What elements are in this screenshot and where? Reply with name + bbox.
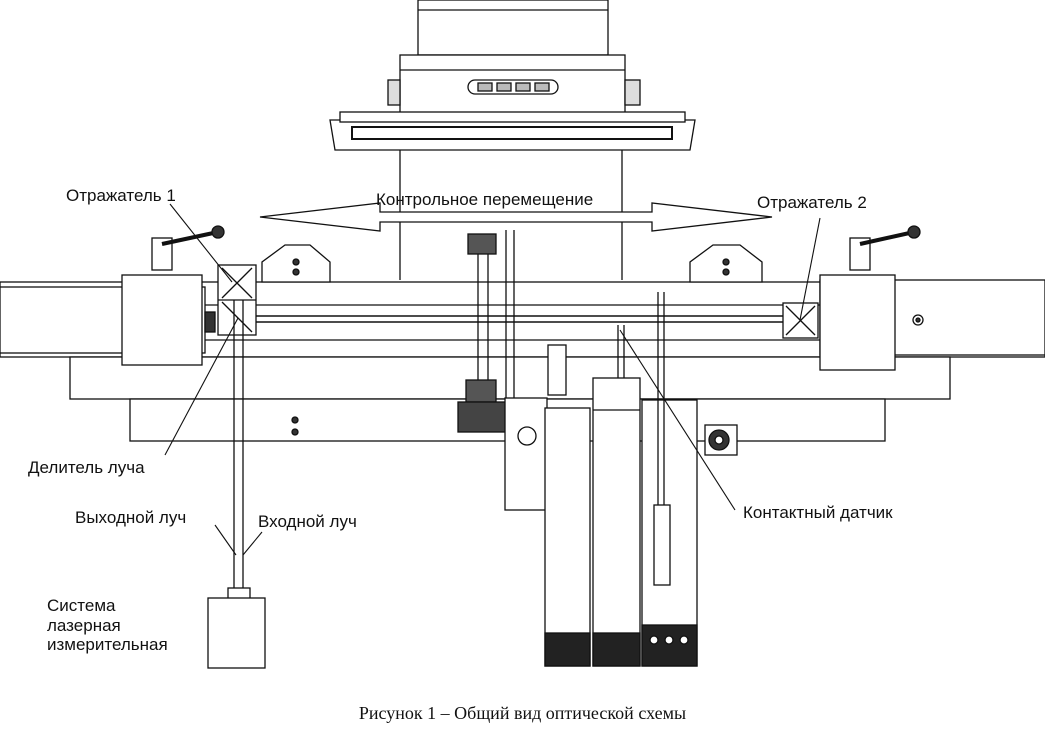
label-control-movement: Контрольное перемещение [376,190,594,209]
figure-caption: Рисунок 1 – Общий вид оптической схемы [358,703,687,723]
beam-paths [233,300,244,588]
label-reflector-2: Отражатель 2 [757,193,867,212]
laser-system-box [207,587,266,669]
reflector-1-block [217,264,257,336]
label-laser-system: Система лазерная измерительная [47,596,168,655]
top-carriage [329,0,696,280]
lever-left [151,225,225,271]
reflector-2-block [782,302,819,339]
label-output-beam: Выходной луч [75,508,187,527]
machine-bed [0,244,1045,442]
label-beam-splitter: Делитель луча [28,458,145,477]
label-reflector-1: Отражатель 1 [66,186,176,205]
sensor-assembly [504,292,738,667]
label-input-beam: Входной луч [258,512,357,531]
lever-right [849,225,921,271]
label-contact-sensor: Контактный датчик [743,503,893,522]
control-movement-arrow [259,202,773,232]
leader-lines [164,203,821,556]
